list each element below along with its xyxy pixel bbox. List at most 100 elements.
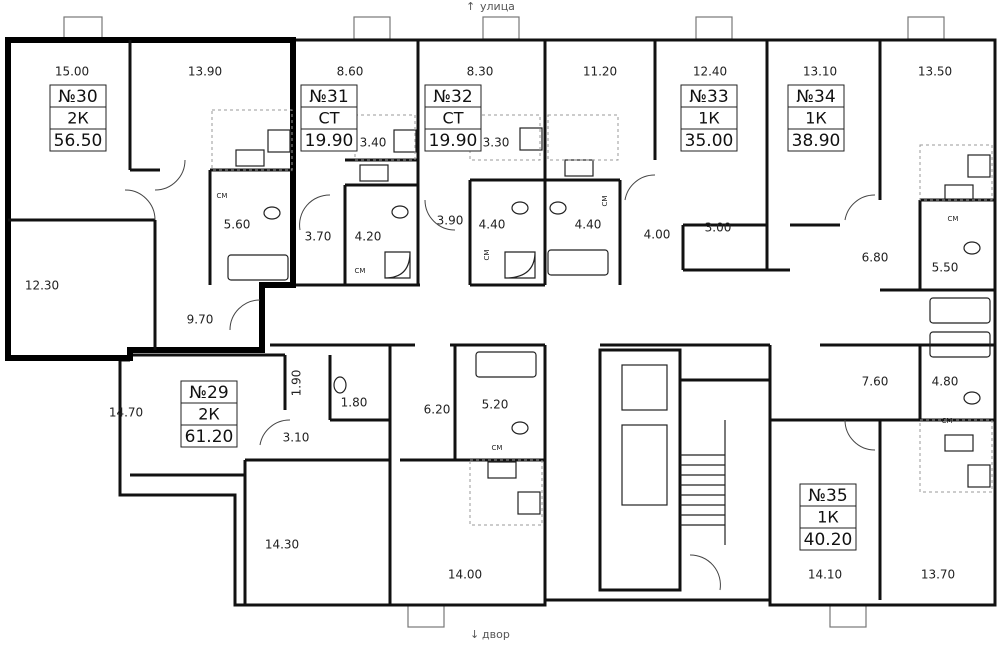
toilet-icon [963, 241, 981, 255]
room-area: 14.70 [109, 406, 143, 420]
apartment-type: 1К [698, 109, 720, 128]
washer-label: СМ [217, 192, 228, 200]
staircase-icon [621, 364, 726, 545]
bathtub-icon [929, 297, 991, 324]
room-area: 4.80 [932, 375, 959, 389]
room-area: 14.30 [265, 538, 299, 552]
apartment-area: 19.90 [429, 131, 478, 151]
apartment-labels: №30 2К 56.50 №31 СТ 19.90 №32 СТ 19.90 №… [49, 84, 857, 551]
room-area: 3.90 [437, 214, 464, 228]
apartment-area: 35.00 [685, 131, 734, 151]
kitchen-stove-icon [519, 127, 543, 151]
apartment-33-label: №33 1К 35.00 [680, 84, 738, 152]
toilet-icon [333, 376, 347, 394]
apartment-area: 38.90 [792, 131, 841, 151]
shower-icon [504, 251, 536, 279]
bottom-windows [407, 604, 867, 628]
apartment-type: 2К [67, 109, 89, 128]
washer-label: СМ [948, 215, 959, 223]
apartment-number: №30 [58, 87, 97, 107]
washer-label: СМ [355, 267, 366, 275]
room-area: 3.10 [283, 431, 310, 445]
kitchen-sink-icon [359, 164, 389, 182]
toilet-icon [263, 206, 281, 220]
apartment-31-label: №31 СТ 19.90 [300, 84, 358, 152]
room-area: 3.30 [483, 136, 510, 150]
shower-icon [384, 251, 411, 279]
toilet-icon [963, 391, 981, 405]
washer-label: СМ [601, 196, 609, 207]
room-area: 1.90 [290, 370, 304, 397]
kitchen-sink-icon [487, 461, 517, 479]
apartment-type: 1К [817, 508, 839, 527]
door-swings [124, 159, 876, 591]
apartment-number: №34 [796, 87, 835, 107]
apartment-area: 56.50 [54, 131, 103, 151]
room-area: 12.30 [25, 279, 59, 293]
north-arrow-icon: ↑ [466, 0, 475, 13]
room-area: 9.70 [187, 313, 214, 327]
bathtub-icon [475, 351, 537, 378]
room-area: 13.50 [918, 65, 952, 79]
room-area: 4.20 [355, 230, 382, 244]
apartment-35-label: №35 1К 40.20 [799, 483, 857, 551]
apartment-30-outline [5, 37, 296, 361]
kitchen-sink-icon [564, 159, 594, 177]
kitchen-stove-icon [517, 491, 541, 515]
apartment-type: СТ [319, 109, 340, 128]
kitchen-sink-icon [944, 184, 974, 202]
room-area: 6.20 [424, 403, 451, 417]
room-area: 15.00 [55, 65, 89, 79]
room-area: 6.80 [862, 251, 889, 265]
apartment-area: 40.20 [804, 530, 853, 550]
room-area: 13.90 [188, 65, 222, 79]
apartment-29-label: №29 2К 61.20 [180, 380, 238, 448]
room-area: 13.70 [921, 568, 955, 582]
kitchen-sink-icon [944, 434, 974, 452]
bathtub-icon [227, 254, 289, 281]
room-area: 8.60 [337, 65, 364, 79]
apartment-area: 19.90 [305, 131, 354, 151]
washer-label: СМ [942, 417, 953, 425]
apartment-type: СТ [443, 109, 464, 128]
room-area: 14.00 [448, 568, 482, 582]
apartment-30-label: №30 2К 56.50 [49, 84, 107, 152]
room-areas: 15.00 13.90 5.60 12.30 9.70 8.60 3.40 3.… [25, 65, 959, 582]
washer-label: СМ [492, 444, 503, 452]
walls [118, 38, 997, 607]
room-area: 4.40 [479, 218, 506, 232]
room-area: 7.60 [862, 375, 889, 389]
apartment-number: №33 [689, 87, 728, 107]
room-area: 11.20 [583, 65, 617, 79]
apartment-type: 1К [805, 109, 827, 128]
room-area: 13.10 [803, 65, 837, 79]
toilet-icon [511, 201, 529, 215]
street-label: улица [480, 0, 515, 13]
room-area: 14.10 [808, 568, 842, 582]
toilet-icon [511, 421, 529, 435]
room-area: 12.40 [693, 65, 727, 79]
kitchen-stove-icon [967, 154, 991, 178]
bathtub-icon [929, 331, 991, 358]
bathtub-icon [547, 249, 609, 276]
apartment-number: №31 [309, 87, 348, 107]
room-area: 8.30 [467, 65, 494, 79]
room-area: 1.80 [341, 396, 368, 410]
room-area: 5.20 [482, 398, 509, 412]
toilet-icon [549, 201, 567, 215]
kitchen-stove-icon [267, 129, 291, 153]
apartment-number: №35 [808, 486, 847, 506]
apartment-34-label: №34 1К 38.90 [787, 84, 845, 152]
yard-label: двор [482, 628, 510, 641]
room-area: 3.70 [305, 230, 332, 244]
toilet-icon [391, 205, 409, 219]
top-windows [63, 16, 945, 40]
street-orientation: ↑ улица ↓ двор [466, 0, 515, 641]
room-area: 4.00 [644, 228, 671, 242]
apartment-number: №32 [433, 87, 472, 107]
fixtures [227, 127, 991, 545]
apartment-number: №29 [189, 383, 228, 403]
room-area: 3.40 [360, 136, 387, 150]
kitchen-stove-icon [393, 129, 417, 153]
kitchen-stove-icon [967, 464, 991, 488]
